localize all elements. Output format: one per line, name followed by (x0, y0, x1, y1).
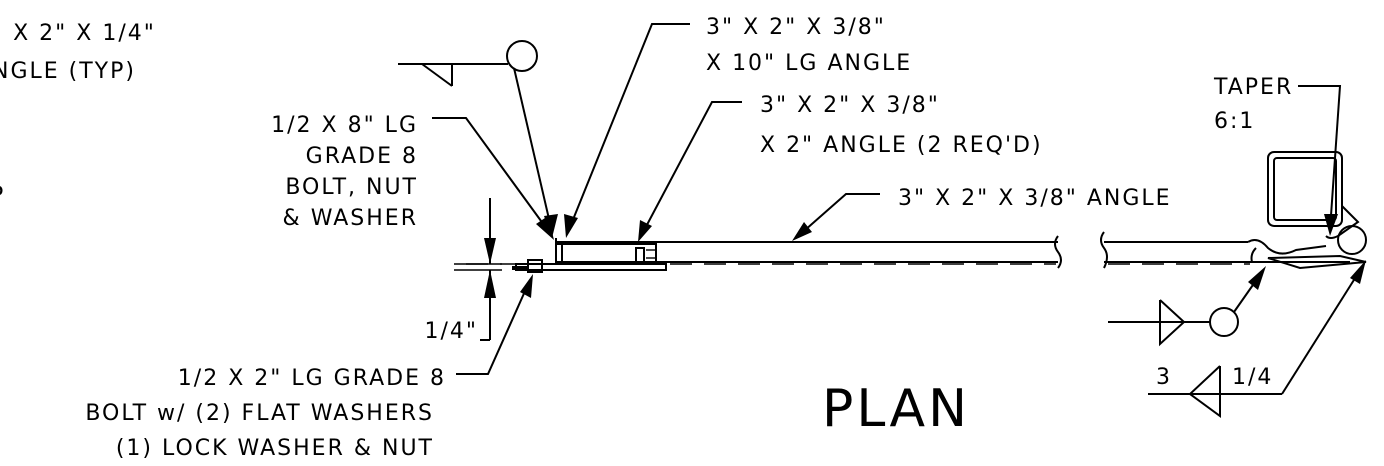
label-angle-typ-line2: NGLE (TYP) (0, 59, 136, 84)
label-angle-main: 3" X 2" X 3/8" ANGLE (898, 186, 1172, 211)
label-bolt2-line2: BOLT w/ (2) FLAT WASHERS (85, 401, 434, 426)
label-bolt8-line3: BOLT, NUT (285, 175, 418, 200)
label-bolt8-line1: 1/2 X 8" LG (271, 113, 418, 138)
label-angle-typ-line1: " X 2" X 1/4" (0, 21, 156, 46)
weld-symbol-fillet (1148, 260, 1366, 418)
label-bolt2-line1: 1/2 X 2" LG GRADE 8 (178, 366, 446, 391)
label-taper-line2: 6:1 (1214, 109, 1255, 134)
weld-size-3: 3 (1156, 365, 1172, 390)
label-edge-p: P (0, 183, 5, 208)
dimension-quarter-inch (454, 198, 502, 341)
bolt-8-lg (635, 247, 656, 263)
leader-bolt2 (456, 274, 533, 375)
leader-bolt8 (432, 117, 554, 240)
label-angle-10-line2: X 10" LG ANGLE (706, 51, 912, 76)
leader-angle-2 (638, 101, 742, 242)
label-angle-2-line1: 3" X 2" X 3/8" (760, 93, 940, 118)
label-bolt8-line4: & WASHER (283, 206, 418, 231)
label-dim-quarter: 1/4" (424, 319, 478, 344)
label-angle-2-line2: X 2" ANGLE (2 REQ'D) (760, 133, 1043, 158)
weld-size-quarter: 1/4 (1232, 365, 1273, 390)
leader-angle-main (792, 193, 880, 241)
tube-section (1267, 151, 1367, 270)
label-taper-line1: TAPER (1213, 75, 1293, 100)
label-bolt2-line3: (1) LOCK WASHER & NUT (116, 436, 434, 461)
view-title-plan: PLAN (822, 379, 970, 439)
leader-taper (1298, 85, 1342, 236)
main-angle-right (1100, 231, 1350, 269)
angle-10-lg-plate (555, 238, 657, 263)
label-angle-10-line1: 3" X 2" X 3/8" (706, 15, 886, 40)
weld-symbol-top (398, 40, 558, 238)
weld-symbol-right (1108, 266, 1266, 347)
leader-angle-10 (564, 23, 690, 238)
label-bolt8-line2: GRADE 8 (306, 144, 418, 169)
bottom-plate-bolt-2 (512, 259, 667, 273)
